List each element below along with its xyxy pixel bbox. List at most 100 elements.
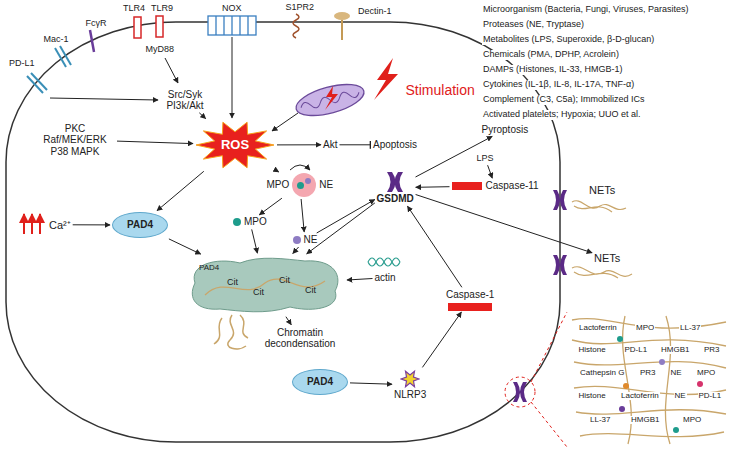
gsdmd-pore: GSDMD [377, 171, 414, 205]
pore-icon [383, 171, 407, 193]
nucleus-label: Cit [279, 275, 290, 285]
stimulus-item: Activated platelets; Hypoxia; UUO et al. [482, 110, 642, 120]
nucleus-label: Cit [305, 285, 316, 295]
net-component-label: NE [670, 369, 683, 378]
connector-arrow [286, 317, 291, 325]
signal-arrow [50, 37, 298, 131]
pathway-text: Src/Syk PI3k/Akt [159, 89, 211, 112]
net-component-label: MPO [696, 369, 716, 378]
inflammasome-icon [400, 369, 420, 389]
pathway-text: Ca²⁺ [49, 219, 71, 232]
damage-bolt [325, 86, 338, 110]
pathway-text: Chromatin decondensation [255, 327, 345, 350]
receptor-label: TLR4 [122, 4, 146, 14]
fcgr-receptor [90, 30, 94, 52]
nucleus-label: Cit [253, 287, 264, 297]
node-label: PKC Raf/MEK/ERK P38 MAPK [35, 123, 115, 158]
node-label: NE [319, 179, 333, 191]
caspase-bar: Caspase-1 [446, 289, 494, 311]
pathway-text: NETs [589, 184, 615, 197]
actin-helix [368, 258, 400, 266]
connector-arrow [169, 239, 201, 254]
stimulus-item: Proteases (NE, Tryptase) [482, 20, 585, 30]
nox-complex [208, 16, 256, 35]
node-label: actin [375, 272, 396, 284]
node-label: Akt [323, 139, 337, 151]
tlr9-receptor [156, 16, 163, 37]
net-component-label: PR3 [639, 369, 657, 378]
node-label: PAD4 [127, 219, 153, 231]
node-label: PAD4 [307, 376, 333, 388]
net-component-label: LL-37 [679, 324, 701, 333]
node-label: GSDMD [377, 193, 414, 205]
granule-curl [290, 165, 310, 170]
net-component-label: Cathepsin G [579, 369, 625, 378]
connector-arrow [73, 224, 110, 225]
pathway-text: Pyroptosis [482, 124, 529, 136]
net-fiber [572, 201, 632, 278]
mpo-dot [297, 182, 304, 189]
connector-arrow [199, 113, 205, 119]
net-protein-dot [617, 336, 703, 433]
caspase-rect [448, 303, 492, 311]
tlr4-receptor [134, 17, 141, 38]
node-label: Pyroptosis [482, 124, 529, 136]
node-label: NE [304, 234, 318, 246]
connector-arrow [347, 279, 373, 281]
connector-arrow [301, 199, 304, 232]
inflammasome-star [401, 371, 419, 387]
net-component-label: HMGB1 [660, 346, 690, 355]
pathway-text: PKC Raf/MEK/ERK P38 MAPK [35, 123, 115, 158]
protein-dot [233, 218, 241, 226]
node-label: MPO [244, 216, 267, 228]
net-component-label: MPO [682, 416, 702, 425]
node-label: NLRP3 [394, 389, 426, 401]
chromatin-fiber [214, 315, 248, 349]
stimulus-item: Complement (C3, C5a); Immobilized ICs [482, 95, 646, 105]
connector-arrow [259, 198, 282, 215]
stimulus-item: Cytokines (IL-1β, IL-8, IL-17A, TNF-α) [482, 80, 635, 90]
gsdmd-pore [513, 190, 567, 402]
stimulation-label: Stimulation [405, 83, 476, 98]
node-label: LPS [477, 153, 494, 163]
node-label: NETs [589, 184, 615, 197]
connector-arrow [422, 312, 461, 367]
caspase-bar: Caspase-11 [452, 180, 539, 192]
receptor-label: TLR9 [150, 4, 174, 14]
s1pr2-receptor [293, 14, 299, 38]
net-component-label: NE [674, 392, 687, 401]
nucleus-label: PAD4 [199, 263, 219, 272]
pathway-text: actin [375, 272, 396, 284]
star-outline [196, 122, 274, 168]
stimulus-item: Metabolites (LPS, Superoxide, β-D-glucan… [482, 35, 655, 45]
connector-arrow [252, 229, 258, 253]
connector-arrow [293, 247, 299, 254]
node-label: ROS [221, 138, 249, 153]
node-label: Chromatin decondensation [255, 327, 345, 350]
connector-arrow [408, 206, 462, 287]
dectin-1-receptor [334, 12, 350, 40]
node-label: MPO [267, 179, 290, 191]
nucleus-label: Cit [227, 277, 238, 287]
node-label: Ca²⁺ [49, 219, 71, 232]
pore-half [395, 172, 404, 192]
calcium-arrows [24, 214, 40, 234]
connector-arrow [416, 195, 592, 253]
net-component-label: Lactoferrin [620, 392, 660, 401]
nucleus: PAD4CitCitCitCit [185, 255, 345, 315]
receptor-label: Dectin-1 [357, 7, 393, 17]
granule-circle [292, 173, 316, 197]
connector-arrow [307, 203, 375, 254]
receptor-label: Mac-1 [43, 35, 70, 45]
mac-1-receptor [55, 46, 71, 67]
connector-arrow [277, 171, 279, 172]
net-component-label: PD-L1 [624, 346, 649, 355]
net-component-label: MPO [635, 324, 655, 333]
connector-arrow [117, 141, 193, 144]
connector-arrow [277, 144, 321, 145]
connector-arrow [350, 383, 392, 384]
connector-arrow [317, 200, 375, 234]
granule: MPO NE [267, 173, 334, 197]
inflammasome: NLRP3 [394, 369, 426, 401]
stimulus-item: Microorganism (Bacteria, Fungi, Viruses,… [482, 5, 689, 15]
